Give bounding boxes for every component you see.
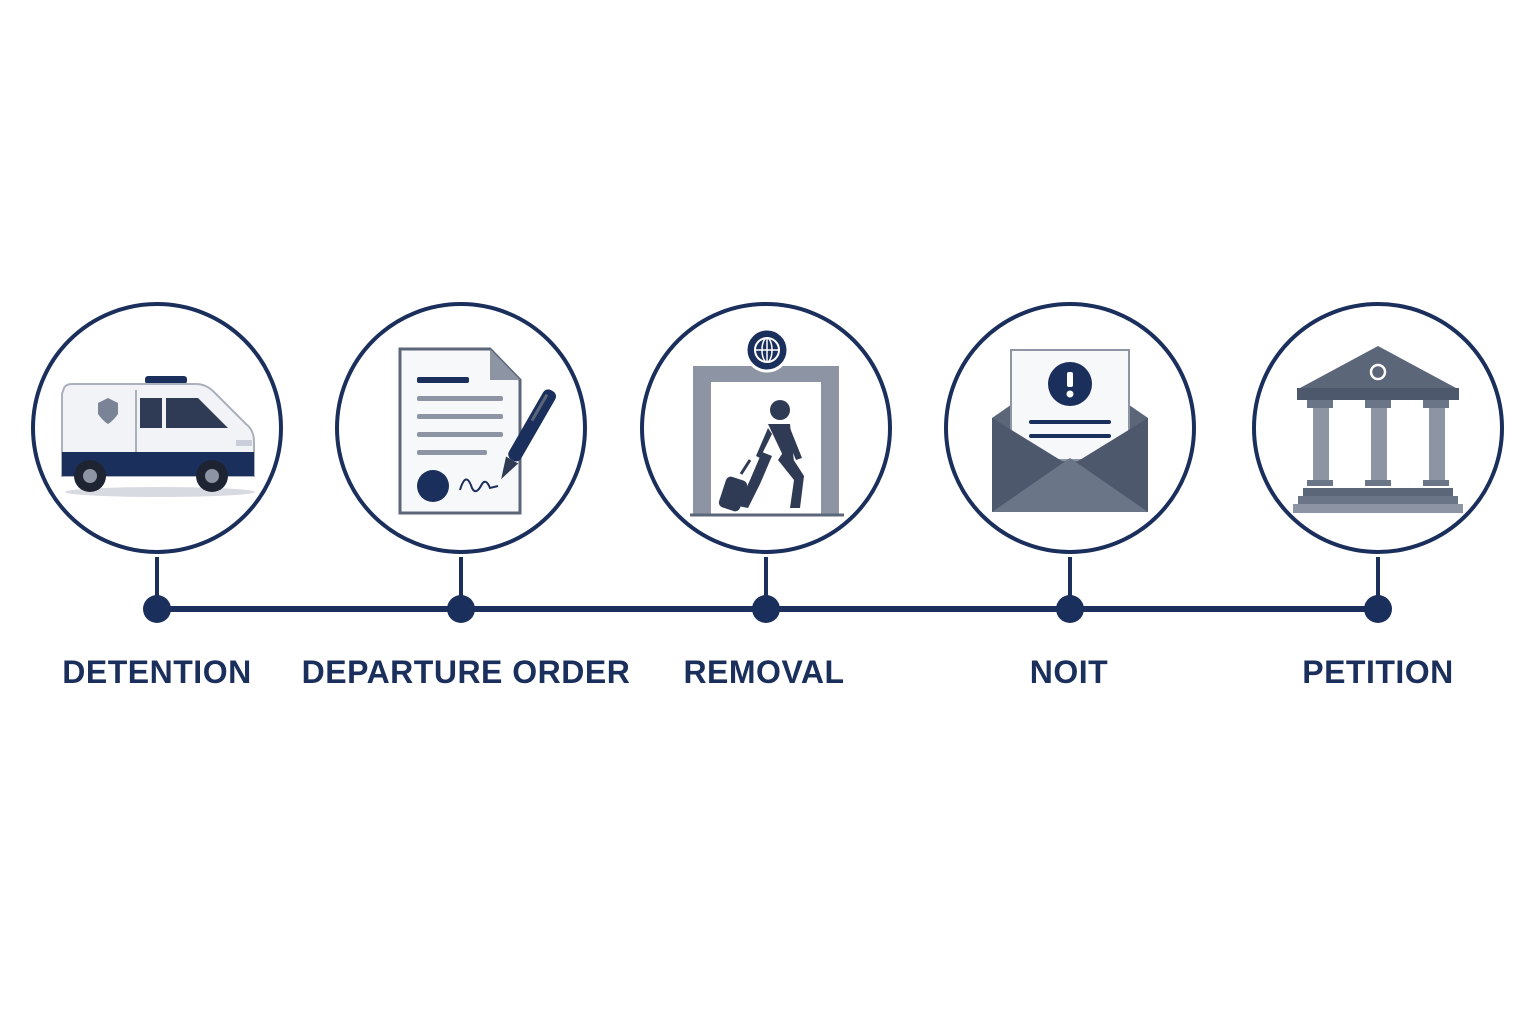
step-label-petition: PETITION [1302,654,1454,690]
traveler-departure-gate-icon [690,327,844,517]
timeline-node [1056,595,1084,623]
step-petition [1252,302,1504,623]
step-label-detention: DETENTION [62,654,252,690]
notice-envelope-icon [992,349,1148,512]
step-label-noit: NOIT [1029,654,1109,690]
courthouse-icon [1293,346,1463,513]
step-noit [944,302,1196,623]
police-van-icon [61,376,255,497]
signed-document-pen-icon [398,347,556,515]
timeline-node [447,595,475,623]
step-departure-order [335,302,587,623]
timeline-node [1364,595,1392,623]
timeline-node [752,595,780,623]
step-label-removal: REMOVAL [683,654,845,690]
step-removal [640,302,892,623]
timeline-node [143,595,171,623]
step-detention [31,302,283,623]
step-label-departure-order: DEPARTURE ORDER [301,654,631,690]
